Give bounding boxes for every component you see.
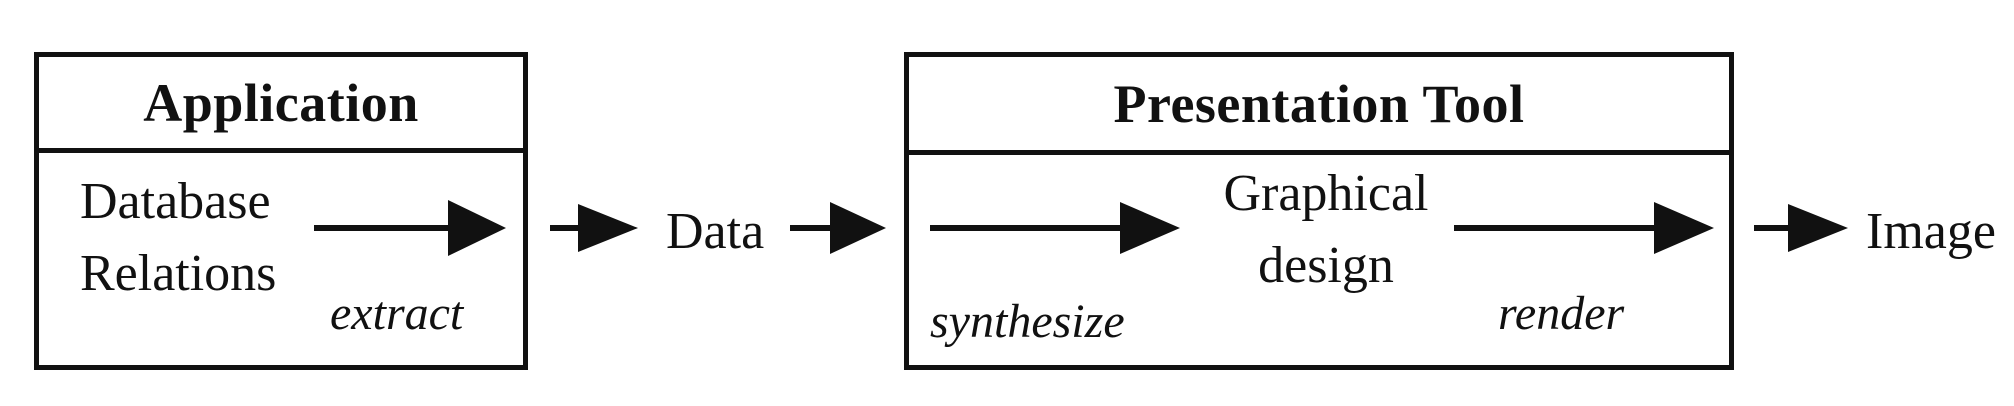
relations-label: Relations — [80, 245, 277, 302]
synthesize-arrow — [930, 202, 1180, 254]
data-label: Data — [666, 203, 765, 260]
image-label: Image — [1866, 203, 1996, 260]
presentation-tool-title: Presentation Tool — [1113, 73, 1525, 134]
application-header: Application — [39, 57, 523, 153]
extract-arrow — [314, 200, 506, 256]
design-label: design — [1258, 237, 1394, 294]
database-label: Database — [80, 173, 271, 230]
render-label: render — [1498, 287, 1625, 340]
presentation-to-image-arrow — [1754, 204, 1848, 252]
graphical-label: Graphical — [1223, 165, 1429, 222]
extract-label: extract — [330, 287, 464, 340]
render-arrow — [1454, 202, 1714, 254]
application-box: Application — [34, 52, 528, 370]
presentation-tool-header: Presentation Tool — [909, 57, 1729, 155]
presentation-tool-box: Presentation Tool — [904, 52, 1734, 370]
application-to-data-arrow — [550, 204, 638, 252]
synthesize-label: synthesize — [930, 295, 1125, 348]
data-to-presentation-arrow — [790, 202, 886, 254]
application-title: Application — [143, 72, 419, 133]
